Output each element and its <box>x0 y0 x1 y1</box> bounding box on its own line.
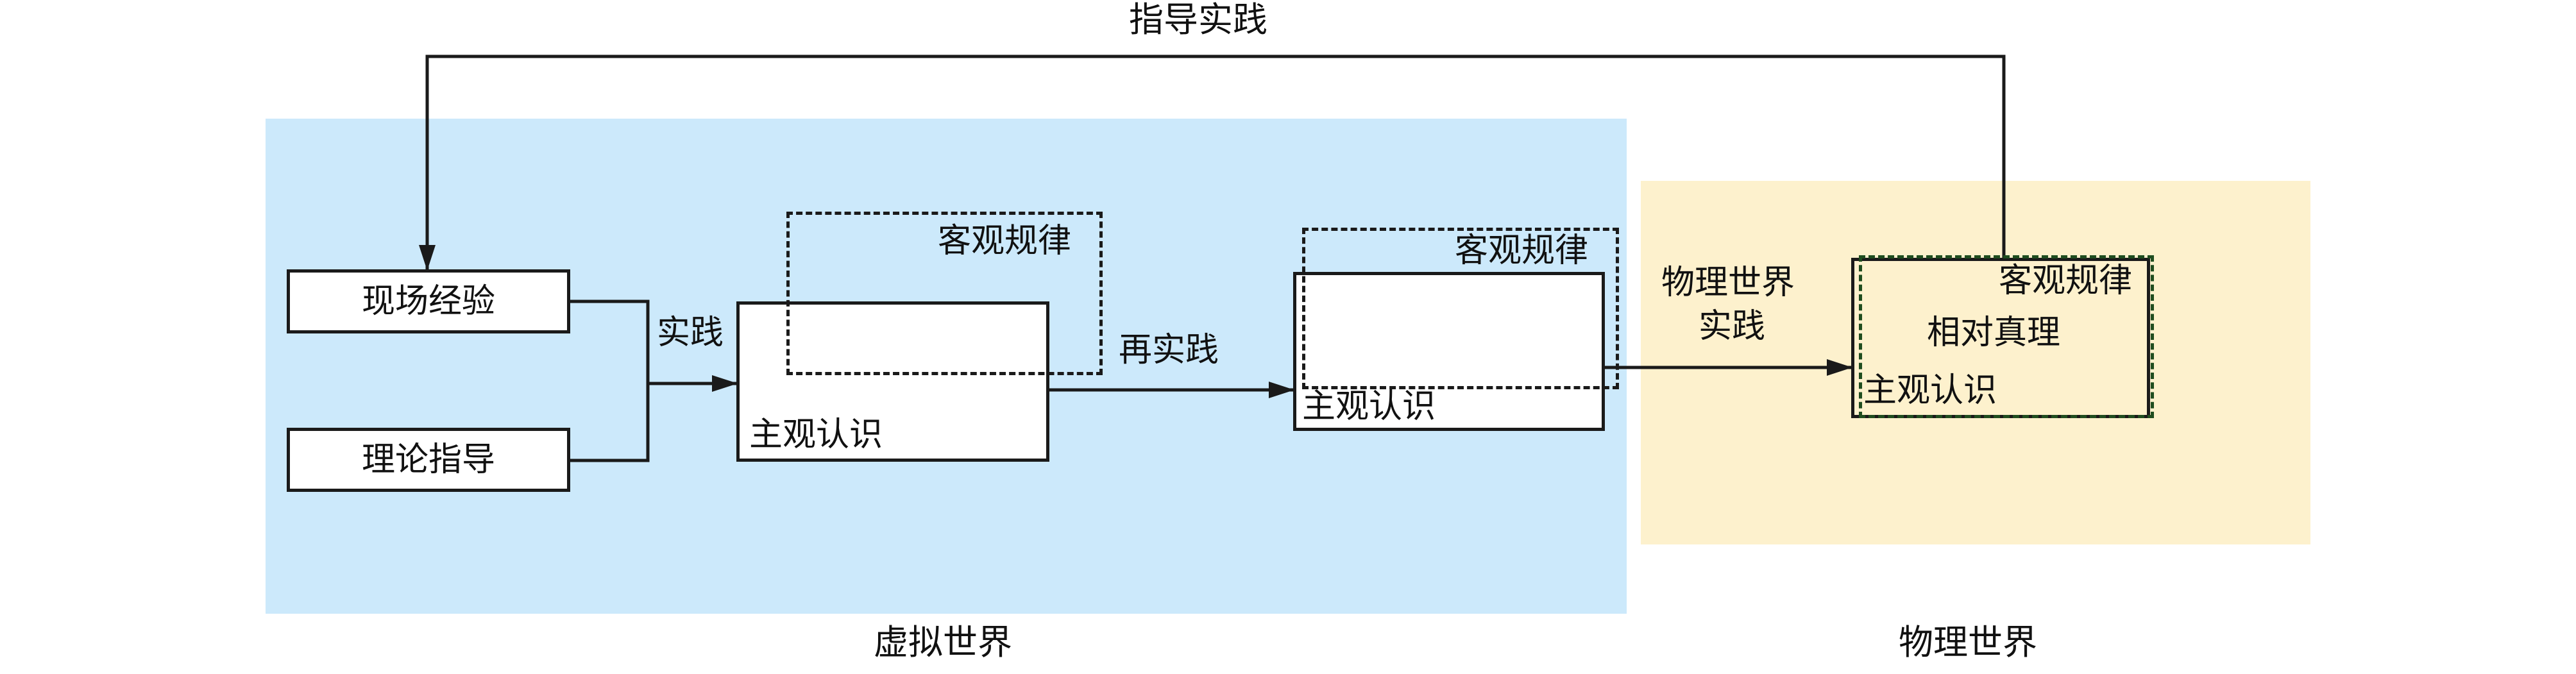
result-objective-label: 客观规律 <box>1999 262 2133 300</box>
physical-practice-label-line1: 物理世界 <box>1661 264 1795 302</box>
guidance-feedback-line <box>419 55 2006 271</box>
stage2-objective-box <box>1302 228 1619 389</box>
theory-guidance-label: 理论指导 <box>361 441 495 479</box>
result-relative-truth-label: 相对真理 <box>1927 314 2061 352</box>
result-objective-box <box>1859 255 2154 418</box>
physical-practice-label-line2: 实践 <box>1699 307 1766 346</box>
virtual-world-label: 虚拟世界 <box>874 622 1012 662</box>
input-merge-line-bottom <box>570 383 650 462</box>
stage2-objective-label: 客观规律 <box>1455 232 1589 270</box>
stage1-subjective-label: 主观认识 <box>749 416 883 454</box>
field-experience-label: 现场经验 <box>361 282 495 321</box>
stage2-subjective-label: 主观认识 <box>1302 387 1436 426</box>
stage2-subjective-box <box>1293 272 1605 431</box>
physical-world-label: 物理世界 <box>1899 622 2037 662</box>
guidance-practice-label: 指导实践 <box>1129 0 1267 40</box>
field-experience-box: 现场经验 <box>287 269 570 333</box>
stage1-objective-label: 客观规律 <box>938 222 1072 260</box>
repractice-label: 再实践 <box>1119 331 1219 369</box>
practice-label: 实践 <box>657 314 724 352</box>
stage1-objective-box <box>786 212 1103 375</box>
input-merge-line-top <box>570 299 650 383</box>
theory-guidance-box: 理论指导 <box>287 428 570 492</box>
physical-world-region <box>1641 181 2310 544</box>
result-subjective-label: 主观认识 <box>1863 371 1997 410</box>
